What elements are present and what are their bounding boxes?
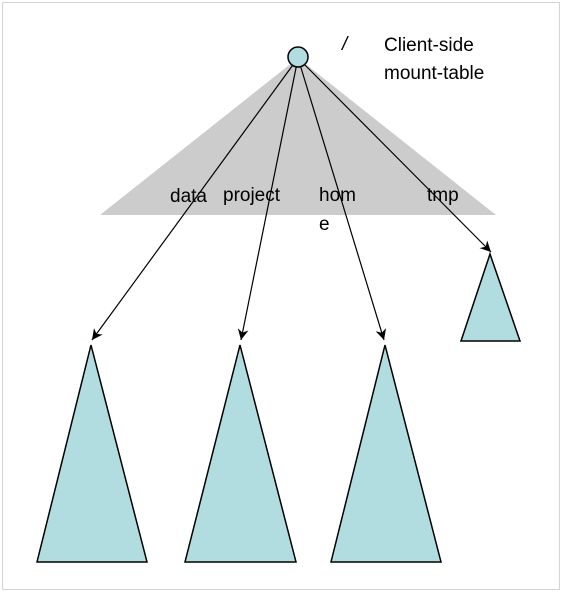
arrow-to-project	[237, 57, 299, 341]
caption-line-2: mount-table	[384, 63, 484, 84]
tmp-subtree-triangle	[459, 251, 522, 342]
mount-label-data: data	[170, 186, 207, 207]
mount-label-tmp: tmp	[427, 185, 459, 206]
project-subtree-triangle	[184, 344, 297, 563]
mount-label-home-line-2: e	[319, 214, 330, 235]
caption-line-1: Client-side	[384, 35, 474, 56]
diagram-frame	[2, 2, 560, 590]
arrow-to-data	[91, 57, 299, 341]
root-node	[287, 46, 309, 68]
data-subtree-triangle	[36, 344, 148, 563]
arrow-to-tmp	[297, 57, 492, 253]
root-label: /	[340, 34, 349, 55]
mount-table-triangle	[100, 58, 496, 215]
mount-label-project: project	[223, 185, 281, 206]
home-subtree-triangle	[330, 344, 442, 563]
mount-label-home-line-1: hom	[319, 185, 356, 206]
arrow-to-home	[297, 57, 387, 341]
